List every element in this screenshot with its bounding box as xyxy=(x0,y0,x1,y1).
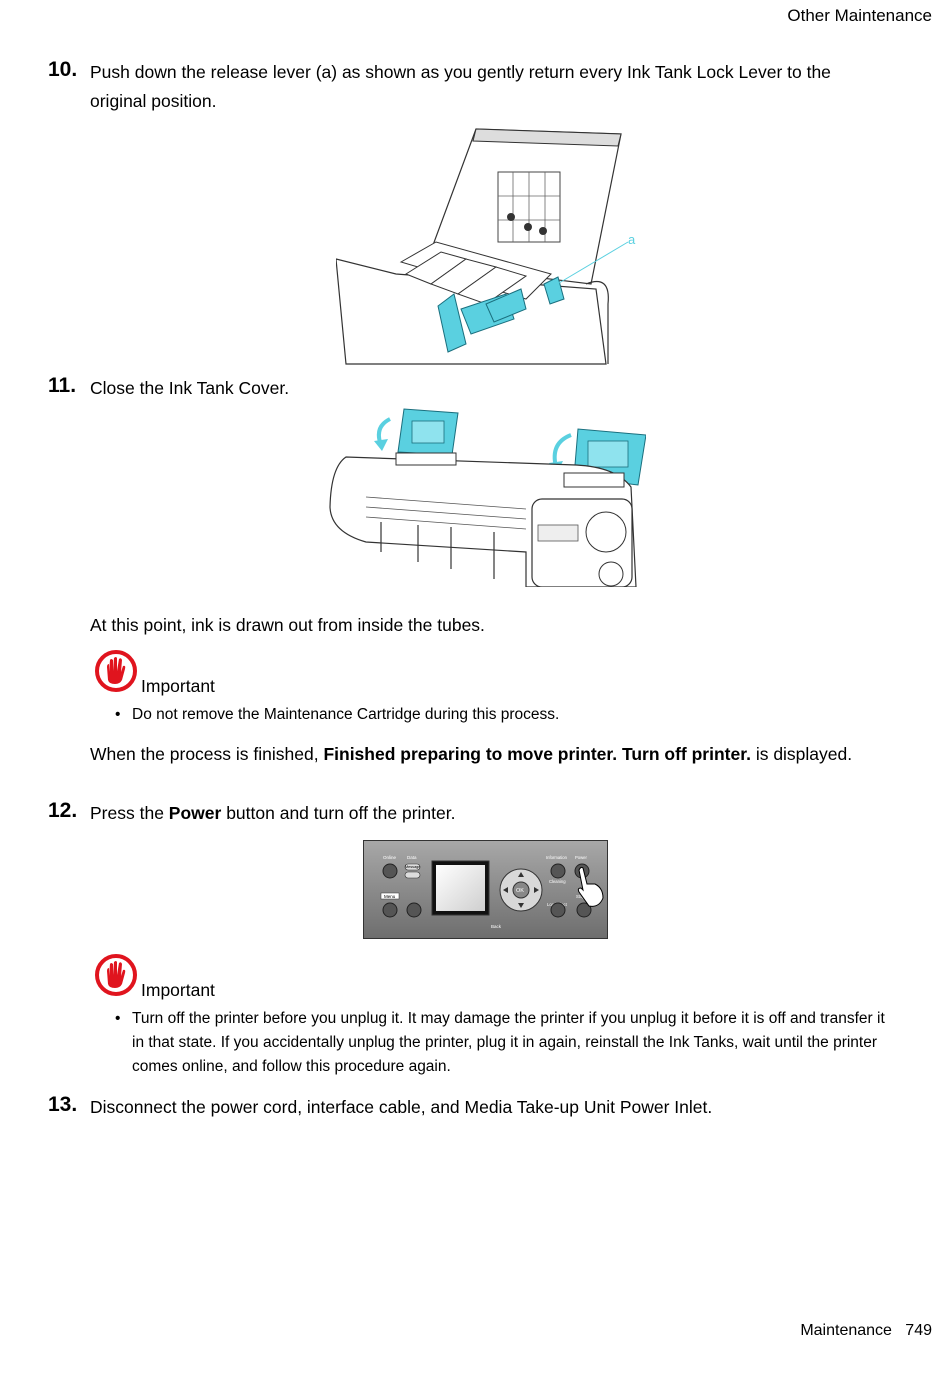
step-number-10: 10. xyxy=(48,58,78,81)
panel-label-stop: Stop xyxy=(576,894,585,899)
bullet-marker: • xyxy=(115,1010,121,1027)
important-bullet-2-text: Turn off the printer before you unplug i… xyxy=(132,1010,885,1075)
step-text-13: Disconnect the power cord, interface cab… xyxy=(90,1097,713,1117)
running-header: Other Maintenance xyxy=(787,6,932,25)
callout-a-label: a xyxy=(628,232,636,247)
important-title-1: Important xyxy=(141,676,215,696)
paragraph-ink-drawn: At this point, ink is drawn out from ins… xyxy=(90,615,485,635)
important-bullet-1: • Do not remove the Maintenance Cartridg… xyxy=(115,703,895,727)
bullet-marker: • xyxy=(115,706,121,723)
step-text-10: Push down the release lever (a) as shown… xyxy=(90,62,831,111)
step-number-13: 13. xyxy=(48,1093,78,1116)
ink-tank-lever-illustration: a xyxy=(336,124,636,369)
panel-label-menu: Menu xyxy=(384,894,396,899)
power-button-label: Power xyxy=(168,803,222,823)
panel-label-message: Message xyxy=(405,865,420,869)
panel-label-information: Information xyxy=(546,855,568,860)
paragraph-finished: When the process is finished, Finished p… xyxy=(90,740,890,769)
paragraph-finished-message: Finished preparing to move printer. Turn… xyxy=(323,744,751,764)
paragraph-finished-suffix: is displayed. xyxy=(750,744,853,764)
step-text-11: Close the Ink Tank Cover. xyxy=(90,378,290,398)
important-hand-icon xyxy=(95,650,137,692)
page-number: 749 xyxy=(905,1322,932,1339)
important-hand-icon xyxy=(95,954,137,996)
panel-label-online: Online xyxy=(383,855,397,860)
control-panel-illustration: Online Data Message Menu OK Back Informa… xyxy=(363,840,608,939)
step-text-12-suffix: button and turn off the printer. xyxy=(221,803,456,823)
important-bullet-1-text: Do not remove the Maintenance Cartridge … xyxy=(132,706,560,723)
panel-label-cleaning: Cleaning xyxy=(549,879,566,884)
panel-label-data: Data xyxy=(407,855,417,860)
step-number-11: 11. xyxy=(48,374,77,397)
important-bullet-2: • Turn off the printer before you unplug… xyxy=(115,1007,895,1079)
important-title-2: Important xyxy=(141,980,215,1000)
panel-label-power: Power xyxy=(575,855,587,860)
page-footer: Maintenance 749 xyxy=(800,1322,932,1340)
step-number-12: 12. xyxy=(48,799,78,822)
step-text-12: Press the Power button and turn off the … xyxy=(90,799,890,828)
panel-label-ok: OK xyxy=(516,888,524,894)
printer-close-cover-illustration xyxy=(326,407,646,587)
step-text-12-prefix: Press the xyxy=(90,803,169,823)
paragraph-finished-prefix: When the process is finished, xyxy=(90,744,324,764)
footer-section: Maintenance xyxy=(800,1322,892,1339)
panel-label-back: Back xyxy=(491,924,502,929)
